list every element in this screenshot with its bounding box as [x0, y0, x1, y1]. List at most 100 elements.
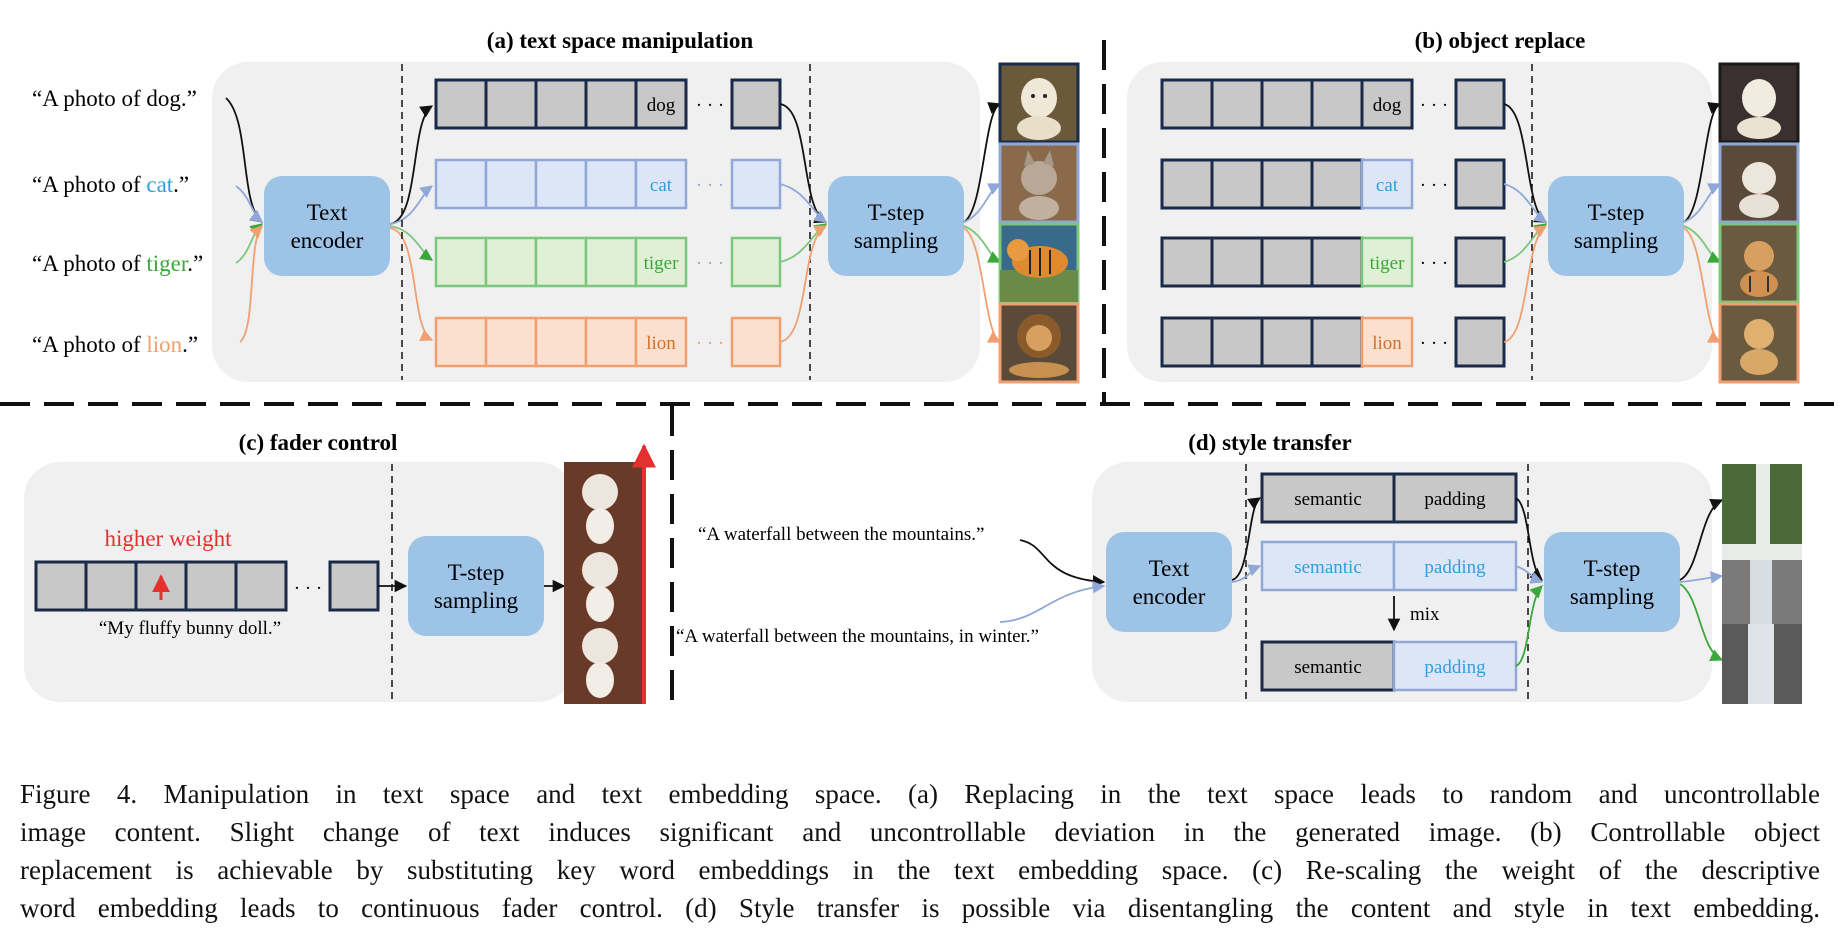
panel-a-prompts: “A photo of dog.” “A photo of cat.” “A p… [32, 86, 203, 357]
panel-d-row-mixed: semantic padding [1260, 640, 1518, 692]
panel-d-arrow-prompt-2 [999, 580, 1106, 623]
panel-d-t-step-sampling [1544, 532, 1680, 632]
panel-a-sampler-line1: T-step [868, 200, 925, 225]
panel-b-token-row-cat: cat · · · [1160, 158, 1506, 210]
panel-b-arrow-lion [1503, 225, 1548, 343]
panel-a-text-encoder [264, 176, 390, 276]
caption-line-3: replacement is achievable by substitutin… [20, 855, 1820, 885]
panel-b-arrow-out-tiger [1683, 225, 1722, 263]
panel-a-title: (a) text space manipulation [487, 28, 754, 53]
ellipsis-dog: · · · [696, 95, 724, 116]
panel-a-t-step-sampling [828, 176, 964, 276]
panel-b-arrow-cat [1503, 183, 1548, 223]
panel-b-token-cat: cat [1376, 175, 1399, 196]
panel-a-image-tiger [998, 222, 1080, 304]
panel-b-token-row-lion: lion · · · [1160, 316, 1506, 368]
panel-a-encoder-line1: Text [307, 200, 348, 225]
panel-d-encoder-line2: encoder [1133, 584, 1206, 609]
prompt-tiger: “A photo of tiger.” [32, 251, 203, 276]
panel-a-image-dog [998, 62, 1080, 144]
panel-d-title: (d) style transfer [1188, 430, 1352, 455]
panel-b-ellipsis-dog: · · · [1420, 95, 1448, 116]
panel-b-ellipsis-lion: · · · [1420, 333, 1448, 354]
panel-b-arrow-out-dog [1683, 102, 1722, 223]
arrow-enc-cat [389, 185, 434, 225]
arrow-sampler-img-dog [963, 102, 1002, 223]
panel-d-row3-semantic: semantic [1294, 657, 1362, 678]
ellipsis-cat: · · · [696, 175, 724, 196]
arrow-sampler-img-lion [963, 227, 1002, 343]
panel-c-title: (c) fader control [239, 430, 398, 455]
panel-b-image-cat [1718, 142, 1800, 224]
arrow-row-lion-sampler [779, 225, 828, 343]
panel-c-image-strip [564, 443, 656, 704]
panel-a-token-row-tiger: tiger · · · [434, 236, 782, 288]
panel-c-token-row: · · · [34, 560, 380, 612]
panel-b-background [1127, 62, 1712, 382]
panel-d-arrow-out-3 [1679, 583, 1724, 662]
panel-a-encoder-line2: encoder [291, 228, 364, 253]
panel-b-token-lion: lion [1372, 333, 1402, 354]
panel-d-row1-semantic: semantic [1294, 489, 1362, 510]
panel-a-token-row-lion: lion · · · [434, 316, 782, 368]
panel-b-image-lion [1718, 302, 1800, 384]
panel-d-encoder-line1: Text [1149, 556, 1190, 581]
panel-b-token-row-dog: dog · · · [1160, 78, 1506, 130]
panel-d-prompt-2: “A waterfall between the mountains, in w… [676, 626, 1039, 647]
prompt-lion: “A photo of lion.” [32, 332, 198, 357]
panel-d-row-style: semantic padding [1260, 540, 1518, 592]
panel-d-row1-padding: padding [1424, 489, 1486, 510]
arrow-row-cat-sampler [779, 183, 828, 223]
higher-weight-label: higher weight [104, 526, 232, 551]
caption-line-1: Figure 4. Manipulation in text space and… [20, 779, 1820, 809]
panel-d-row3-padding: padding [1424, 657, 1486, 678]
panel-b-t-step-sampling [1548, 176, 1684, 276]
panel-d-arrow-row3-sampler [1515, 585, 1543, 667]
arrow-enc-dog [389, 105, 434, 225]
token-tiger: tiger [644, 253, 679, 274]
panel-a-image-cat [998, 142, 1080, 224]
panel-b-arrow-out-cat [1683, 183, 1722, 223]
panel-d-row2-semantic: semantic [1294, 557, 1362, 578]
token-lion: lion [646, 333, 676, 354]
panel-c-prompt: “My fluffy bunny doll.” [99, 618, 281, 639]
panel-b-image-dog [1718, 62, 1800, 144]
panel-d-row-source: semantic padding [1260, 472, 1518, 524]
panel-a-token-row-dog: dog · · · [434, 78, 782, 130]
panel-b-token-dog: dog [1373, 95, 1402, 116]
arrow-enc-tiger [389, 225, 434, 261]
panel-d-arrow-out-1 [1679, 498, 1724, 581]
panel-b-ellipsis-cat: · · · [1420, 175, 1448, 196]
panel-d-sampler-line2: sampling [1570, 584, 1655, 609]
panel-b-token-tiger: tiger [1370, 253, 1405, 274]
panel-c-t-step-sampling [408, 536, 544, 636]
panel-c-sampler-line2: sampling [434, 588, 519, 613]
panel-c-ellipsis: · · · [294, 578, 322, 599]
panel-a-background [212, 62, 980, 382]
ellipsis-lion: · · · [696, 333, 724, 354]
panel-d-row2-padding: padding [1424, 557, 1486, 578]
ellipsis-tiger: · · · [696, 253, 724, 274]
panel-b-ellipsis-tiger: · · · [1420, 253, 1448, 274]
panel-d-prompt-1: “A waterfall between the mountains.” [698, 524, 984, 545]
arrow-prompt-cat [235, 185, 263, 223]
panel-a-image-lion [998, 302, 1080, 384]
panel-d-arrow-enc-row1 [1231, 497, 1262, 581]
panel-a-sampler-line2: sampling [854, 228, 939, 253]
arrow-sampler-img-tiger [963, 225, 1002, 263]
panel-c-sampler-line1: T-step [448, 560, 505, 585]
panel-b-sampler-line1: T-step [1588, 200, 1645, 225]
panel-b-sampler-line2: sampling [1574, 228, 1659, 253]
panel-d-text-encoder [1106, 532, 1232, 632]
panel-d-sampler-line1: T-step [1584, 556, 1641, 581]
prompt-cat: “A photo of cat.” [32, 172, 189, 197]
caption-line-4: word embedding leads to continuous fader… [20, 893, 1820, 923]
panel-b-title: (b) object replace [1415, 28, 1586, 53]
panel-d-arrow-row2-sampler [1515, 565, 1544, 584]
panel-b-image-tiger [1718, 222, 1800, 304]
panel-d-arrow-out-2 [1679, 571, 1724, 584]
arrow-prompt-lion [239, 225, 263, 343]
token-cat: cat [650, 175, 673, 196]
arrow-sampler-img-cat [963, 183, 1002, 223]
figure-diagram: (a) text space manipulation (b) object r… [0, 28, 1840, 708]
